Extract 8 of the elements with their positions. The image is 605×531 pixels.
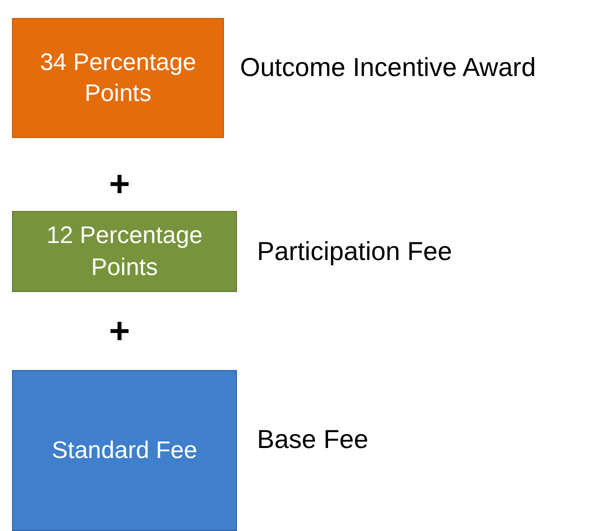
plus-sign: + — [109, 313, 130, 349]
fee-box: 12 Percentage Points — [12, 211, 237, 292]
fee-label: Outcome Incentive Award — [240, 52, 536, 83]
fee-box: Standard Fee — [12, 370, 237, 531]
fee-label: Base Fee — [257, 424, 368, 455]
fee-label: Participation Fee — [257, 236, 452, 267]
plus-sign: + — [109, 166, 130, 202]
fee-box: 34 Percentage Points — [12, 18, 224, 138]
